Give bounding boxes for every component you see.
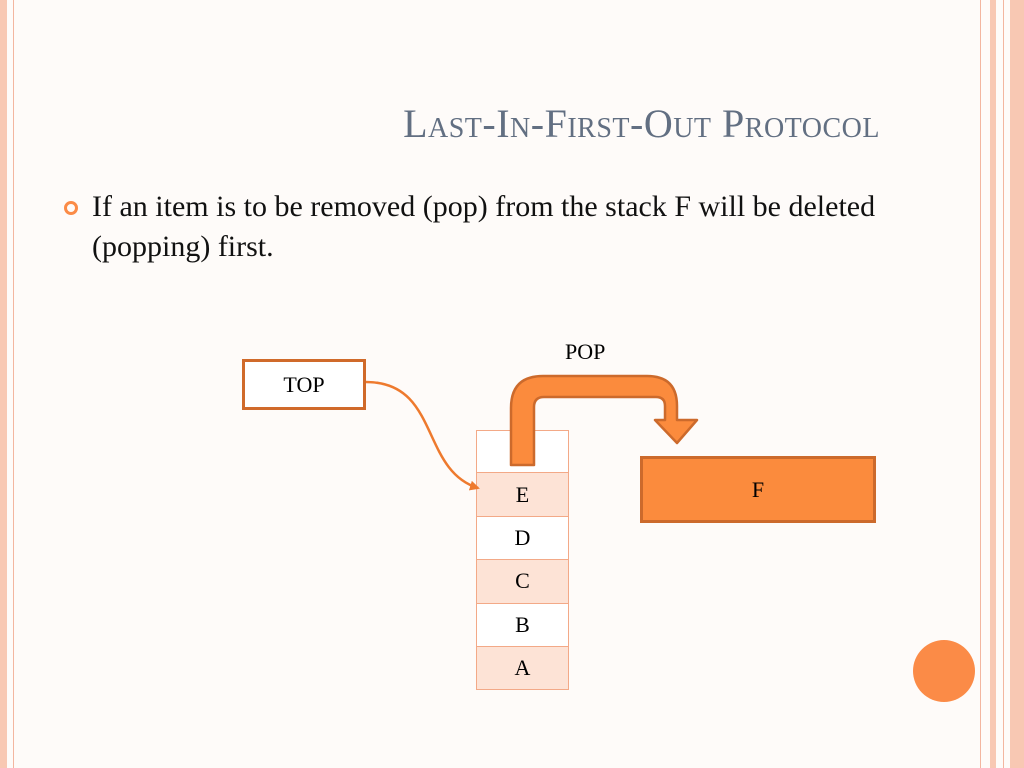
pop-label: POP bbox=[565, 339, 606, 364]
stack-cell: C bbox=[476, 560, 569, 604]
stack-cell: A bbox=[476, 646, 569, 691]
popped-item-box: F bbox=[640, 456, 876, 523]
top-label: TOP bbox=[283, 371, 325, 397]
pop-arrow bbox=[509, 374, 699, 467]
frame-right-line-2 bbox=[1003, 0, 1004, 768]
stack-cell: B bbox=[476, 603, 569, 647]
top-pointer-arrow bbox=[365, 380, 480, 491]
frame-right-line bbox=[980, 0, 981, 768]
frame-left-line bbox=[13, 0, 14, 768]
bullet-text: If an item is to be removed (pop) from t… bbox=[92, 190, 876, 263]
bullet-icon bbox=[64, 201, 78, 215]
popped-item-label: F bbox=[751, 476, 765, 502]
decorative-circle bbox=[913, 640, 975, 702]
frame-right-band bbox=[990, 0, 996, 768]
frame-right-edge bbox=[1010, 0, 1024, 768]
slide-title: Last-In-First-Out Protocol bbox=[403, 101, 880, 146]
frame-left-band bbox=[0, 0, 7, 768]
stack-cell: E bbox=[476, 473, 569, 517]
top-pointer-box: TOP bbox=[242, 359, 366, 410]
stack-cell: D bbox=[476, 516, 569, 561]
